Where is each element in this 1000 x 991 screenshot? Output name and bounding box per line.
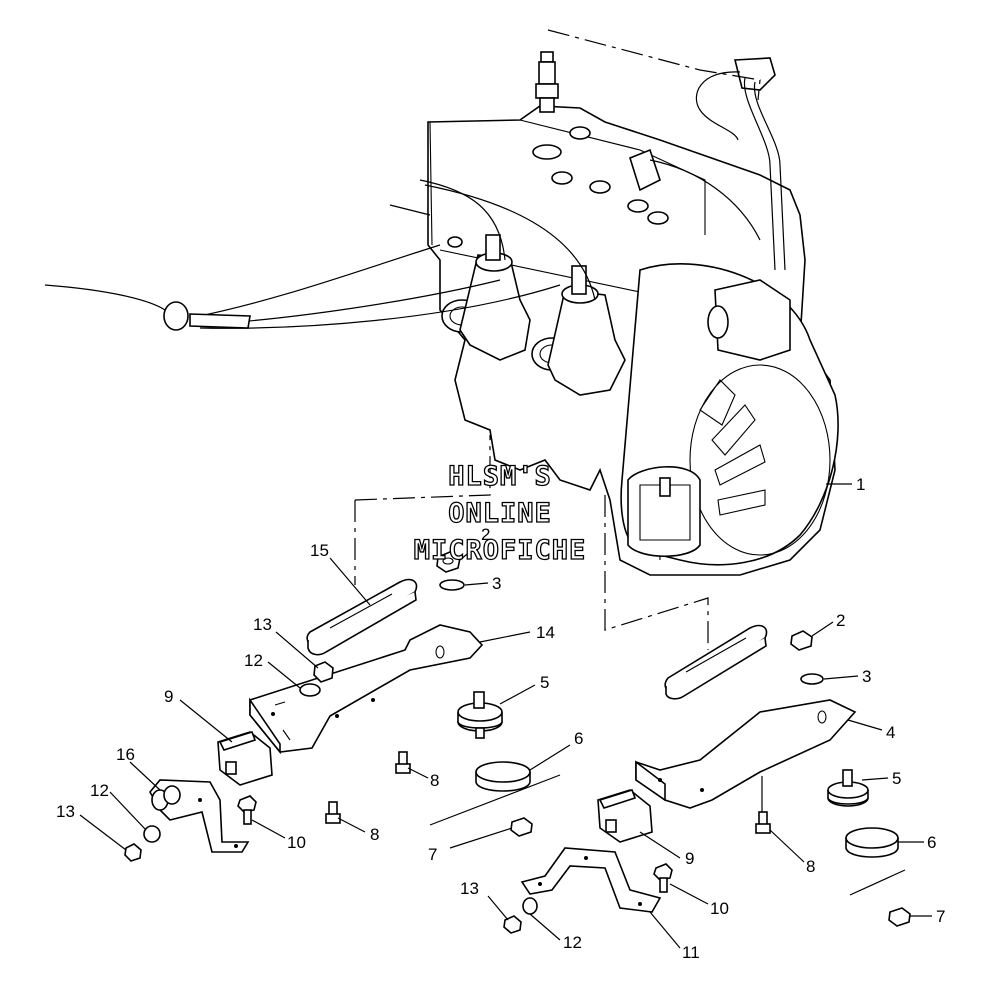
washer-12-right [522,897,538,915]
bracket-16 [149,779,250,853]
mount-bracket-14 [249,624,484,755]
callout-1: 1 [856,475,865,494]
callout-6: 6 [927,833,936,852]
rubber-bumper-6-right [845,827,899,858]
callout-10: 10 [287,833,306,852]
nut-2-right [790,630,813,651]
nut-13-upper [313,661,334,683]
callout-8: 8 [370,825,379,844]
nut-13-right [503,915,522,934]
washer-12-left [143,825,161,843]
bolt-10-left [237,795,257,825]
spark-plug [535,51,559,113]
watermark-line-3: MICROFICHE [414,535,587,566]
spacer-plate-15 [306,578,418,656]
callout-8: 8 [430,771,439,790]
callout-numbers: 1 2 3 15 13 14 12 9 5 6 16 12 13 8 10 8 … [56,475,945,962]
callout-2: 2 [481,525,490,544]
bolt-8-upper [395,751,411,774]
nut-13-left [124,843,142,862]
recoil-starter [620,263,839,566]
nut-7-right [888,907,911,927]
watermark-line-1: HLSM'S [448,461,552,492]
watermark: HLSM'S ONLINE MICROFICHE [413,460,587,566]
bracket-11 [520,847,662,913]
callout-12: 12 [244,651,263,670]
washer-3-right [800,673,824,685]
carburetor-right [531,265,626,396]
callout-10: 10 [710,899,729,918]
alignment-lines [354,29,906,896]
rubber-mount-5-left [457,691,503,739]
callout-12: 12 [563,933,582,952]
callout-11: 11 [682,943,700,962]
callout-9: 9 [685,849,694,868]
callout-7: 7 [936,907,945,926]
leader-lines [79,544,932,949]
callout-4: 4 [886,723,895,742]
callout-7: 7 [428,845,437,864]
callout-9: 9 [164,687,173,706]
watermark-line-2: ONLINE [448,498,552,529]
throttle-cable [44,179,596,331]
engine-assembly [44,51,852,576]
callout-14: 14 [536,623,555,642]
bolt-10-right [653,863,673,893]
callout-3: 3 [492,574,501,593]
bolt-8-right [755,811,771,834]
callout-16: 16 [116,745,135,764]
washer-12-upper [299,683,321,697]
nut-2-left [436,551,461,573]
callout-8: 8 [806,857,815,876]
mount-bracket-4 [635,699,857,809]
rubber-bumper-6-left [475,761,531,792]
carburetor-left [441,234,531,361]
bolt-8-lower [325,801,341,824]
callout-5: 5 [540,673,549,692]
callout-12: 12 [90,781,109,800]
rubber-mount-9-left [217,731,273,786]
rubber-mount-9-right [597,789,653,843]
washer-3-left [439,579,465,591]
callout-2: 2 [836,611,845,630]
callout-15: 15 [310,541,329,560]
callout-3: 3 [862,667,871,686]
spark-plug-cap [695,57,786,271]
callout-13: 13 [253,615,272,634]
spacer-plate-right [664,624,768,700]
callout-6: 6 [574,729,583,748]
callout-5: 5 [892,769,901,788]
rubber-mount-5-right [827,769,869,807]
callout-13: 13 [56,802,75,821]
nut-7-left [510,817,533,837]
callout-13: 13 [460,879,479,898]
